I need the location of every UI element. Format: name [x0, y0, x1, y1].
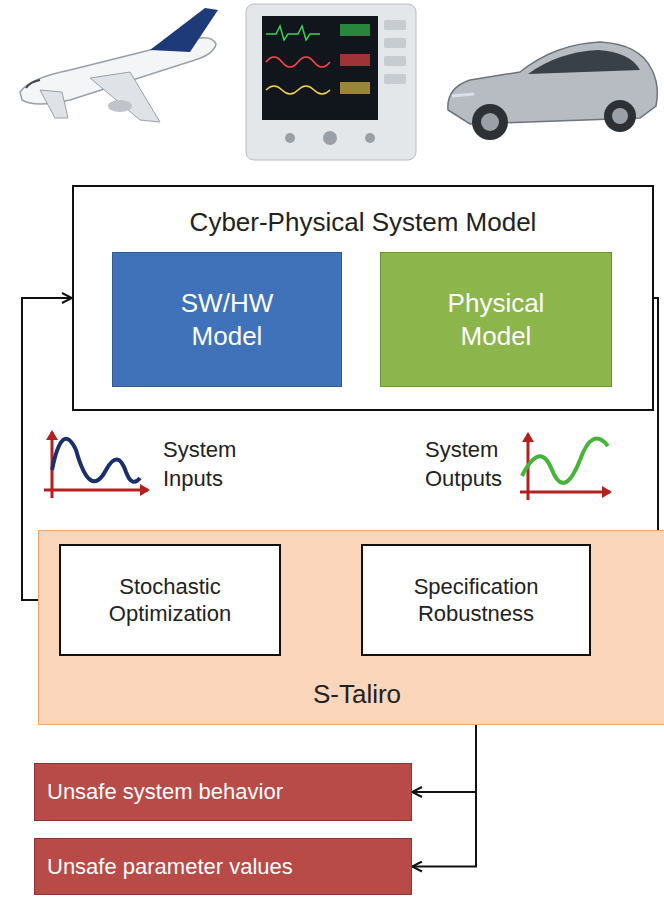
- system-frame: Cyber-Physical System ModelSW/HW Model Ph…: [72, 185, 654, 411]
- process-box: SW/HW Model: [112, 252, 342, 387]
- signal-label: System Inputs: [163, 436, 263, 493]
- process-box: Physical Model: [380, 252, 612, 387]
- output-signal-icon: [520, 432, 612, 500]
- result-box: Unsafe parameter values: [34, 838, 412, 895]
- node-text: Physical Model: [448, 287, 545, 352]
- monitor-picture: [246, 4, 416, 160]
- node-text: Specification Robustness: [414, 573, 539, 628]
- car-picture: [448, 42, 657, 140]
- airplane-picture: [20, 8, 218, 122]
- node-text: Unsafe system behavior: [47, 779, 283, 805]
- node-text: SW/HW Model: [181, 287, 273, 352]
- result-box: Unsafe system behavior: [34, 763, 412, 821]
- node-text: Cyber-Physical System Model: [74, 207, 652, 238]
- input-signal-icon: [44, 430, 150, 498]
- node-text: Stochastic Optimization: [109, 573, 231, 628]
- tool-band: S-Taliro Stochastic Optimization Specifica…: [38, 530, 664, 725]
- process-box: Stochastic Optimization: [59, 544, 281, 656]
- process-box: Specification Robustness: [361, 544, 591, 656]
- signal-label: System Outputs: [425, 436, 525, 493]
- node-text: S-Taliro: [39, 679, 664, 710]
- node-text: Unsafe parameter values: [47, 854, 293, 880]
